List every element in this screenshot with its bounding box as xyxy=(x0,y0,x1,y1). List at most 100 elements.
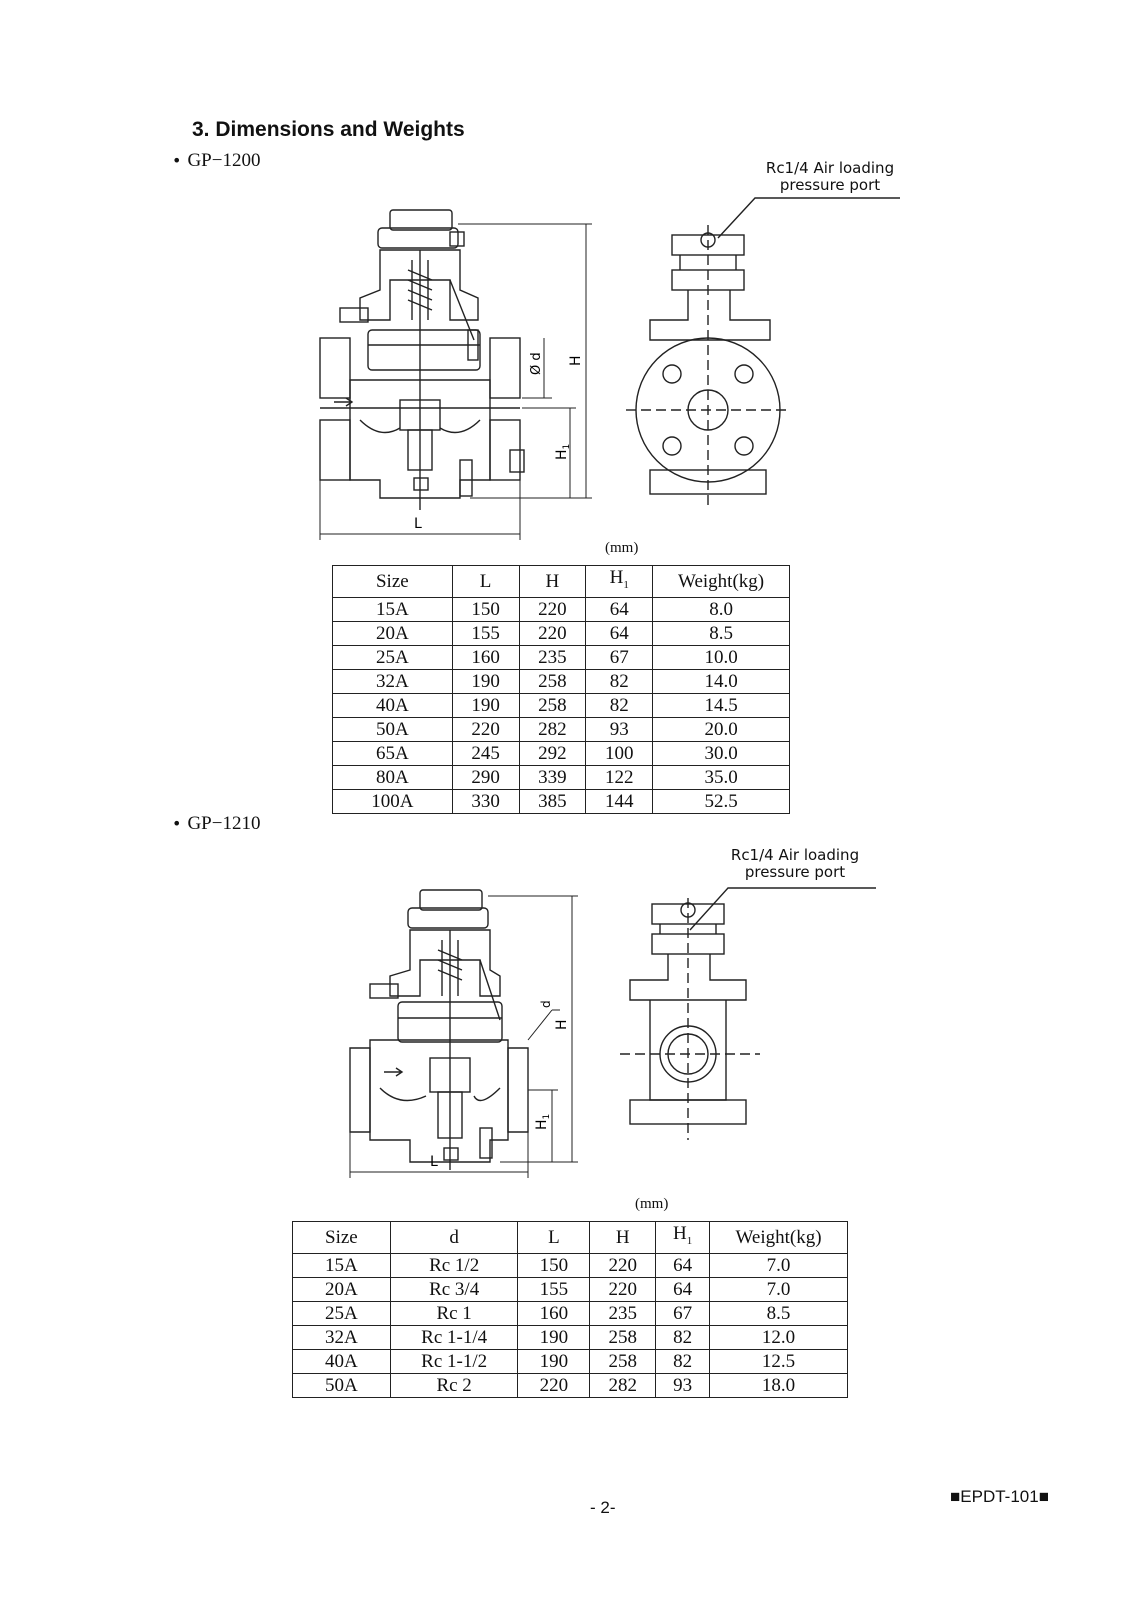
dim-label-l: L xyxy=(430,1154,438,1170)
cell: 64 xyxy=(655,1252,711,1278)
col-header-l: L xyxy=(451,565,520,598)
cell: 82 xyxy=(585,668,654,694)
cell: 65A xyxy=(332,740,453,766)
cell: 160 xyxy=(517,1300,591,1326)
gp1210-end-view xyxy=(620,898,760,1140)
cell: Rc 1 xyxy=(389,1300,519,1326)
cell: 144 xyxy=(585,788,654,814)
cell: 35.0 xyxy=(652,764,790,790)
cell: 40A xyxy=(292,1348,391,1374)
table-header-row: Size L H H1 Weight(kg) xyxy=(332,565,790,598)
cell: 80A xyxy=(332,764,453,790)
gp1200-end-view xyxy=(626,225,790,510)
cell: 64 xyxy=(585,596,654,622)
gp1200-sectional-view xyxy=(319,209,525,510)
cell: 220 xyxy=(518,620,587,646)
cell: 14.0 xyxy=(652,668,790,694)
cell: 220 xyxy=(589,1252,657,1278)
cell: 100A xyxy=(332,788,453,814)
cell: 330 xyxy=(451,788,520,814)
col-header-h: H xyxy=(589,1221,657,1254)
unit-label: (mm) xyxy=(605,540,639,556)
cell: 190 xyxy=(451,692,520,718)
cell: Rc 2 xyxy=(389,1372,519,1398)
cell: 385 xyxy=(518,788,587,814)
bullet-icon: • xyxy=(172,151,182,170)
cell: 18.0 xyxy=(709,1372,848,1398)
cell: 82 xyxy=(655,1348,711,1374)
cell: 220 xyxy=(518,596,587,622)
air-port-callout: Rc1/4 Air loading pressure port xyxy=(740,160,920,194)
table-header-row: Size d L H H1 Weight(kg) xyxy=(292,1221,848,1254)
cell: 64 xyxy=(655,1276,711,1302)
col-header-size: Size xyxy=(332,565,453,598)
cell: Rc 3/4 xyxy=(389,1276,519,1302)
cell: 155 xyxy=(451,620,520,646)
model-name: GP−1210 xyxy=(187,813,261,834)
cell: 82 xyxy=(655,1324,711,1350)
col-header-h: H xyxy=(518,565,587,598)
cell: 258 xyxy=(518,692,587,718)
cell: 32A xyxy=(292,1324,391,1350)
cell: 100 xyxy=(585,740,654,766)
cell: 245 xyxy=(451,740,520,766)
cell: 220 xyxy=(451,716,520,742)
air-port-callout: Rc1/4 Air loading pressure port xyxy=(705,847,885,881)
callout-line-1: Rc1/4 Air loading xyxy=(765,159,895,177)
flow-arrow-icon xyxy=(334,397,354,407)
dim-label-l: L xyxy=(414,516,422,532)
cell: 52.5 xyxy=(652,788,790,814)
cell: Rc 1-1/4 xyxy=(389,1324,519,1350)
cell: 8.5 xyxy=(652,620,790,646)
page-number: - 2- xyxy=(590,1498,616,1517)
col-header-weight: Weight(kg) xyxy=(652,565,790,598)
gp1210-dimension-lines xyxy=(349,895,578,1178)
cell: 67 xyxy=(585,644,654,670)
cell: 12.5 xyxy=(709,1348,848,1374)
cell: 282 xyxy=(518,716,587,742)
cell: 235 xyxy=(589,1300,657,1326)
cell: 20A xyxy=(292,1276,391,1302)
flow-arrow-icon xyxy=(384,1067,404,1077)
cell: 150 xyxy=(517,1252,591,1278)
cell: 82 xyxy=(585,692,654,718)
cell: 20.0 xyxy=(652,716,790,742)
col-header-l: L xyxy=(517,1221,591,1254)
dim-label-d: Ø d xyxy=(529,352,544,375)
cell: 67 xyxy=(655,1300,711,1326)
cell: 235 xyxy=(518,644,587,670)
cell: 258 xyxy=(518,668,587,694)
model-label-gp1200: •GP−1200 xyxy=(172,150,260,172)
cell: 93 xyxy=(585,716,654,742)
col-header-size: Size xyxy=(292,1221,391,1254)
cell: 10.0 xyxy=(652,644,790,670)
cell: 122 xyxy=(585,764,654,790)
cell: 160 xyxy=(451,644,520,670)
cell: 50A xyxy=(292,1372,391,1398)
cell: 7.0 xyxy=(709,1252,848,1278)
cell: 15A xyxy=(292,1252,391,1278)
cell: 7.0 xyxy=(709,1276,848,1302)
cell: 93 xyxy=(655,1372,711,1398)
dim-label-h: H xyxy=(554,1019,570,1030)
cell: 15A xyxy=(332,596,453,622)
gp1200-dimension-lines xyxy=(319,223,592,540)
callout-leader xyxy=(717,197,900,239)
cell: 190 xyxy=(517,1324,591,1350)
cell: 220 xyxy=(589,1276,657,1302)
dim-label-d: d xyxy=(539,1000,553,1008)
document-code: ■EPDT-101■ xyxy=(950,1487,1049,1506)
